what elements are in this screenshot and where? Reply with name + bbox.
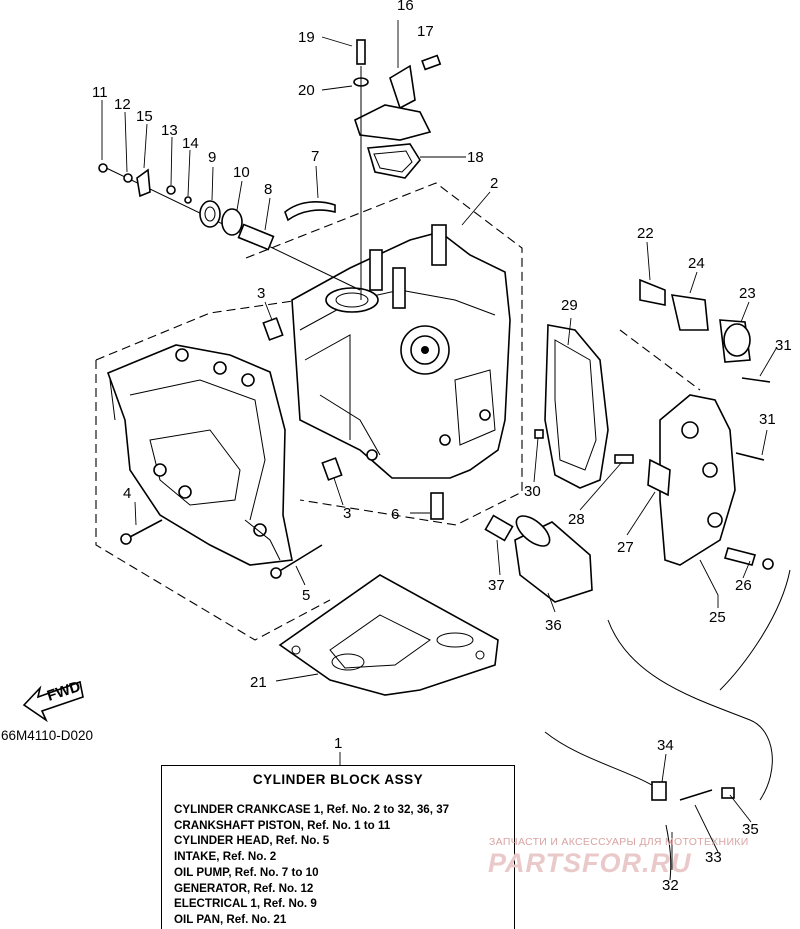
leader-lines xyxy=(101,20,778,870)
dowel-pin-parts xyxy=(262,317,444,520)
callout-3b: 3 xyxy=(343,505,351,522)
side-cover-group xyxy=(534,278,774,570)
assembly-outline-crankcase xyxy=(95,182,701,641)
assembly-info-box: CYLINDER BLOCK ASSY CYLINDER CRANKCASE 1… xyxy=(161,765,515,929)
callout-31a: 31 xyxy=(775,337,792,354)
callout-17: 17 xyxy=(417,23,434,40)
fwd-arrow-icon: FWD xyxy=(22,678,84,723)
oil-pump-group xyxy=(98,163,361,291)
callout-1: 1 xyxy=(334,735,342,752)
callout-4: 4 xyxy=(123,485,131,502)
bolt-parts xyxy=(120,519,323,579)
callout-9: 9 xyxy=(208,149,216,166)
callout-34: 34 xyxy=(657,737,674,754)
cylinder-head-part xyxy=(106,344,293,566)
info-line: OIL PAN, Ref. No. 21 xyxy=(174,912,287,926)
callout-31b: 31 xyxy=(759,411,776,428)
callout-12: 12 xyxy=(114,96,131,113)
callout-16: 16 xyxy=(397,0,414,14)
callout-33: 33 xyxy=(705,849,722,866)
info-line: CYLINDER CRANKCASE 1, Ref. No. 2 to 32, … xyxy=(174,803,450,816)
callout-14: 14 xyxy=(182,135,199,152)
info-box-title: CYLINDER BLOCK ASSY xyxy=(252,772,424,787)
callout-36: 36 xyxy=(545,617,562,634)
callout-13: 13 xyxy=(161,122,178,139)
callout-6: 6 xyxy=(391,506,399,523)
callout-numbers: 1 2 3 3 4 5 6 7 8 9 10 11 12 13 14 15 16… xyxy=(92,0,792,894)
callout-10: 10 xyxy=(233,164,250,181)
callout-25: 25 xyxy=(709,609,726,626)
callout-5: 5 xyxy=(302,587,310,604)
info-line: OIL PUMP, Ref. No. 7 to 10 xyxy=(174,865,319,879)
callout-8: 8 xyxy=(264,181,272,198)
callout-32: 32 xyxy=(662,877,679,894)
callout-27: 27 xyxy=(617,539,634,556)
gasket-part xyxy=(278,574,499,696)
callout-37: 37 xyxy=(488,577,505,594)
callout-2: 2 xyxy=(490,175,498,192)
cylinder-block-part xyxy=(291,224,511,479)
info-line: GENERATOR, Ref. No. 12 xyxy=(174,881,314,895)
callout-15: 15 xyxy=(136,108,153,125)
callout-28: 28 xyxy=(568,511,585,528)
callout-19: 19 xyxy=(298,29,315,46)
callout-30: 30 xyxy=(524,483,541,500)
top-bracket-group xyxy=(353,39,442,300)
callout-3a: 3 xyxy=(257,285,265,302)
callout-22: 22 xyxy=(637,225,654,242)
callout-18: 18 xyxy=(467,149,484,166)
hose-group xyxy=(544,569,791,881)
callout-7: 7 xyxy=(311,148,319,165)
callout-23: 23 xyxy=(739,285,756,302)
callout-24: 24 xyxy=(688,255,705,272)
info-line: INTAKE, Ref. No. 2 xyxy=(174,850,277,864)
diagram-code: 66M4110-D020 xyxy=(1,728,94,743)
callout-11: 11 xyxy=(92,84,108,101)
info-line: ELECTRICAL 1, Ref. No. 9 xyxy=(174,897,317,911)
callout-26: 26 xyxy=(735,577,752,594)
watermark-logo: PARTSFOR.RU xyxy=(488,848,692,878)
oil-filter-part xyxy=(484,514,593,603)
info-line: CRANKSHAFT PISTON, Ref. No. 1 to 11 xyxy=(174,818,391,832)
callout-20: 20 xyxy=(298,82,315,99)
info-box-list: CYLINDER CRANKCASE 1, Ref. No. 2 to 32, … xyxy=(174,802,449,928)
watermark-caption: ЗАПЧАСТИ И АКСЕССУАРЫ ДЛЯ МОТОТЕХНИКИ xyxy=(489,836,749,848)
callout-21: 21 xyxy=(250,674,267,691)
callout-35: 35 xyxy=(742,821,759,838)
info-line: CYLINDER HEAD, Ref. No. 5 xyxy=(174,834,330,848)
callout-29: 29 xyxy=(561,297,578,314)
